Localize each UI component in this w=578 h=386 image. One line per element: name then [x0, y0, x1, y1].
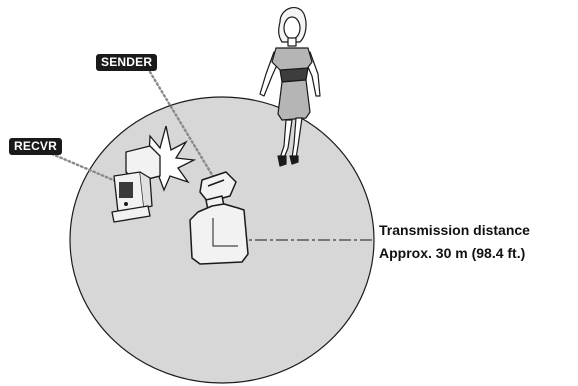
receiver-flash-icon — [111, 145, 161, 223]
sender-leader-line — [148, 70, 216, 180]
receiver-label: RECVR — [9, 138, 63, 155]
receiver-leader-line — [50, 152, 120, 184]
person-icon — [259, 6, 321, 167]
transmission-distance-value: Approx. 30 m (98.4 ft.) — [379, 245, 526, 261]
sender-label: SENDER — [96, 54, 158, 71]
sender-camera-icon — [189, 171, 249, 265]
leader-lines — [50, 70, 216, 184]
transmission-distance-label: Transmission distance — [379, 222, 530, 238]
